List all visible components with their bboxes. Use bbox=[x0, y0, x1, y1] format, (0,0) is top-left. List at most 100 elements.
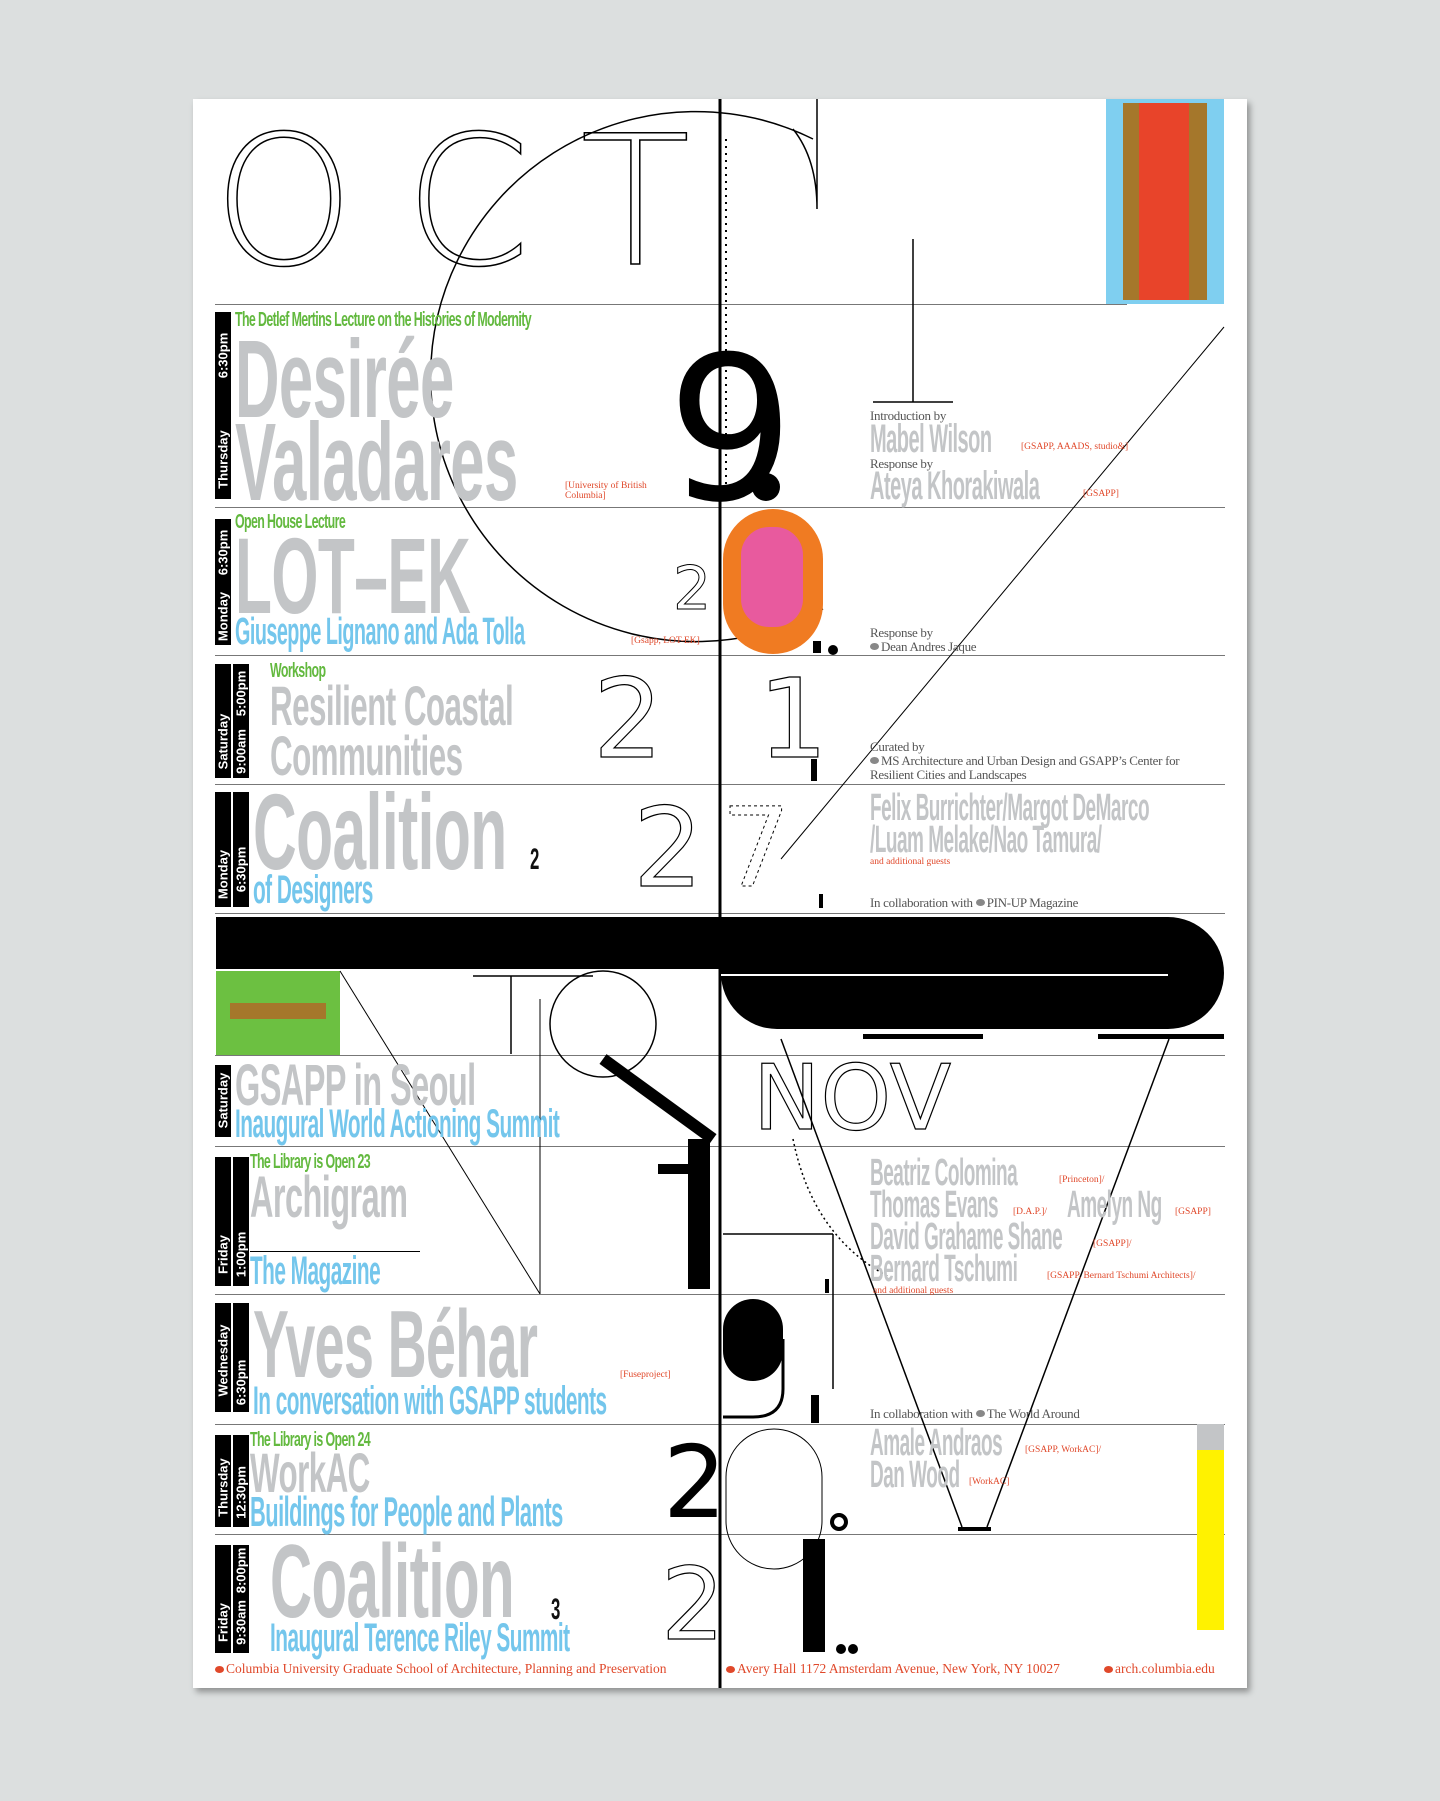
event-day: Saturday bbox=[215, 1072, 231, 1129]
speaker-name: Amale Andraos bbox=[870, 1422, 1003, 1464]
numeral-1: 1 bbox=[758, 655, 828, 783]
numeral-9-heavy bbox=[723, 1299, 783, 1381]
letter-v-stroke bbox=[780, 1038, 963, 1528]
event-time: 6:30pm bbox=[233, 846, 249, 893]
event-day: Monday bbox=[215, 849, 231, 900]
collab-partner: The World Around bbox=[986, 1406, 1080, 1421]
event-title: Yves Béhar bbox=[253, 1291, 538, 1398]
time-bar: 1:00pm bbox=[233, 1157, 249, 1286]
letter-c-arc bbox=[429, 110, 824, 643]
time-bar: 9:00am 5:00pm bbox=[233, 664, 249, 778]
yellow-bar bbox=[1197, 1450, 1224, 1630]
speaker-affiliation: Princeton bbox=[1062, 1175, 1099, 1185]
event-index: 2 bbox=[530, 843, 539, 876]
numeral-0-outline bbox=[725, 1428, 823, 1570]
letter-v-stroke bbox=[986, 1038, 1170, 1528]
event-time: 6:30pm bbox=[215, 332, 231, 379]
event-title: Archigram bbox=[250, 1165, 408, 1230]
date-bar: Monday 6:30pm bbox=[215, 519, 231, 645]
time-bar: 9:30am 8:00pm bbox=[233, 1545, 249, 1653]
letter-t-stroke bbox=[873, 239, 953, 403]
guests-note: and additional guests bbox=[870, 857, 951, 867]
event-time: 1:00pm bbox=[233, 1231, 249, 1278]
diagonal-line bbox=[780, 326, 1225, 860]
speaker-affiliation: GSAPP bbox=[1086, 489, 1116, 499]
numeral-2: 2 bbox=[673, 554, 711, 624]
numeral-1 bbox=[803, 1539, 825, 1652]
speaker-names: Felix Burrichter/Margot DeMarco bbox=[870, 787, 1150, 829]
event-day: Wednesday bbox=[215, 1324, 231, 1397]
letter-t-stroke bbox=[792, 99, 818, 210]
event-time: 12:30pm bbox=[233, 1466, 249, 1519]
curated-label: Curated by bbox=[870, 739, 925, 754]
black-bar-round bbox=[721, 917, 1224, 1029]
event-day: Friday bbox=[215, 1602, 231, 1643]
event-poster: OCT 9 2 2 1 2 7 NOV bbox=[193, 99, 1247, 1688]
month-end-letters: NOV bbox=[753, 1046, 951, 1151]
speaker-names: /Luam Melake/Nao Tamura/ bbox=[870, 819, 1102, 861]
date-bar: Friday bbox=[215, 1157, 231, 1286]
event-day: Thursday bbox=[215, 1458, 231, 1517]
event-subtitle: Buildings for People and Plants bbox=[250, 1488, 563, 1535]
event-time: 6:30pm bbox=[215, 529, 231, 576]
collab-partner: PIN-UP Magazine bbox=[986, 895, 1079, 910]
event-day: Monday bbox=[215, 591, 231, 642]
footer-url-link[interactable]: arch.columbia.edu bbox=[1115, 1661, 1215, 1676]
footer-school: Columbia University Graduate School of A… bbox=[226, 1661, 667, 1676]
numeral-1 bbox=[688, 1139, 710, 1289]
period-dot bbox=[752, 473, 780, 501]
speaker-affiliation: WorkAC bbox=[972, 1477, 1007, 1487]
speaker-affiliation: GSAPP, WorkAC bbox=[1028, 1445, 1096, 1455]
curator: MS Architecture and Urban Design and GSA… bbox=[881, 753, 1180, 768]
speaker-name: David Grahame Shane bbox=[870, 1216, 1063, 1258]
numeral-2: 2 bbox=[663, 1424, 727, 1541]
event-day: Saturday bbox=[215, 713, 231, 770]
letter-o-outline bbox=[549, 970, 657, 1078]
collab-label: In collaboration with bbox=[870, 1406, 973, 1421]
event-time-end: 8:00pm bbox=[233, 1547, 249, 1594]
date-bar: Wednesday bbox=[215, 1303, 231, 1412]
date-bar: Friday bbox=[215, 1545, 231, 1653]
respondent-name: Dean Andres Jaque bbox=[881, 639, 977, 654]
date-bar: Thursday 6:30pm bbox=[215, 312, 231, 499]
speaker-name: Dan Wood bbox=[870, 1454, 960, 1496]
event-title: Resilient Coastal bbox=[270, 674, 514, 737]
event-index: 3 bbox=[551, 1593, 560, 1626]
event-kicker: The Detlef Mertins Lecture on the Histor… bbox=[235, 309, 532, 331]
numeral-0-pink bbox=[741, 527, 803, 627]
event-title: GSAPP in Seoul bbox=[235, 1053, 476, 1118]
collab-label: In collaboration with bbox=[870, 895, 973, 910]
speaker-affiliation: GSAPP bbox=[1096, 1239, 1126, 1249]
speaker-name: Beatriz Colomina bbox=[870, 1152, 1018, 1194]
event-subtitle: of Designers bbox=[253, 868, 373, 912]
event-time-start: 9:00am bbox=[233, 729, 249, 774]
numeral-2: 2 bbox=[661, 1546, 725, 1663]
date-bar: Monday bbox=[215, 792, 231, 907]
speaker-affiliation: D.A.P. bbox=[1016, 1207, 1042, 1217]
event-day: Friday bbox=[215, 1234, 231, 1275]
numeral-2: 2 bbox=[633, 784, 703, 912]
color-block bbox=[1139, 103, 1189, 300]
curator: Resilient Cities and Landscapes bbox=[870, 767, 1027, 782]
event-kicker: Open House Lecture bbox=[235, 511, 346, 533]
event-subtitle: In conversation with GSAPP students bbox=[253, 1379, 607, 1423]
guests-note: and additional guests bbox=[873, 1286, 954, 1296]
event-subtitle: The Magazine bbox=[250, 1249, 381, 1293]
event-title: Coalition bbox=[253, 771, 507, 892]
divider bbox=[215, 304, 1127, 305]
footer-address: Avery Hall 1172 Amsterdam Avenue, New Yo… bbox=[737, 1661, 1060, 1676]
time-bar: 12:30pm bbox=[233, 1435, 249, 1527]
time-bar: 6:30pm bbox=[233, 792, 249, 907]
event-time: 6:30pm bbox=[233, 1359, 249, 1406]
speaker-affiliation: GSAPP bbox=[1178, 1207, 1208, 1217]
speaker-name: Ateya Khorakiwala bbox=[870, 464, 1040, 508]
date-bar: Saturday bbox=[215, 664, 231, 778]
event-affiliation: Gsapp, LOT-EK bbox=[634, 636, 697, 646]
month-start-letters: OCT bbox=[213, 99, 740, 307]
event-kicker: The Library is Open 23 bbox=[250, 1151, 371, 1173]
event-title: Valadares bbox=[235, 401, 518, 524]
speaker-affiliation: GSAPP, Bernard Tschumi Architects bbox=[1050, 1271, 1190, 1281]
numeral-9: 9 bbox=[667, 314, 794, 547]
event-day: Thursday bbox=[215, 430, 231, 489]
speaker-name: Bernard Tschumi bbox=[870, 1248, 1018, 1290]
